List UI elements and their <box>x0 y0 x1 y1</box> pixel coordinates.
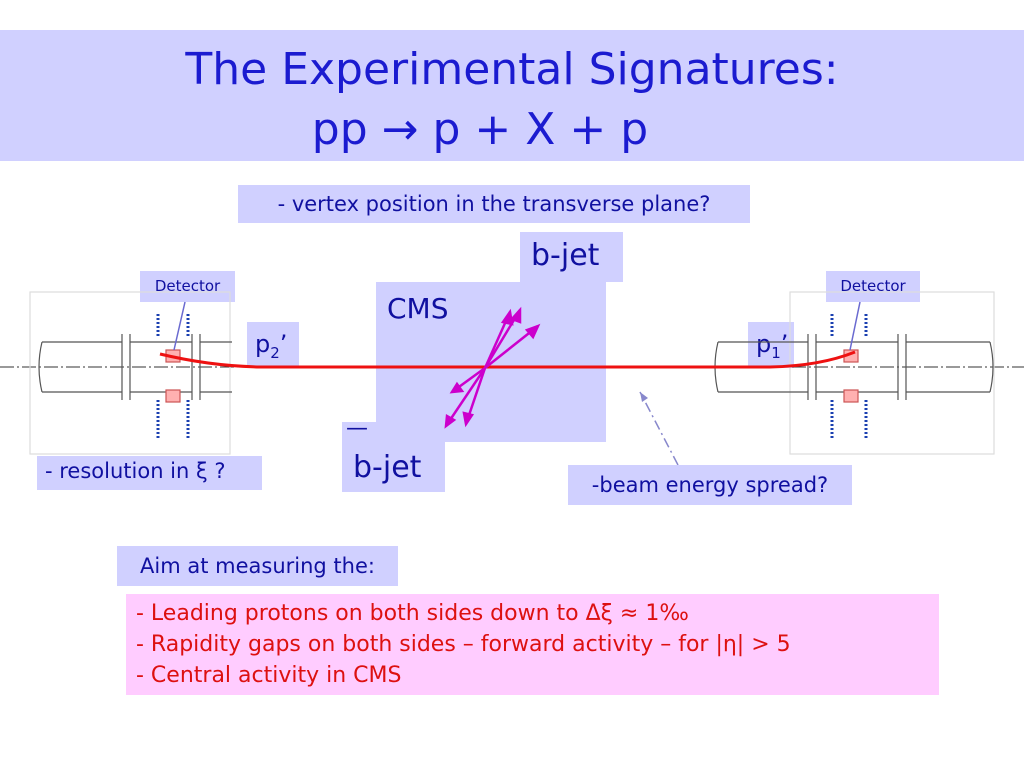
anti-b-bar: — <box>346 416 368 441</box>
p1-prime: ’ <box>780 330 789 358</box>
b-jet-top-label: b-jet <box>531 238 600 273</box>
cms-label: CMS <box>387 292 449 325</box>
p2-prime: ’ <box>279 330 288 358</box>
p1-subscript: 1 <box>771 343 781 362</box>
p2-subscript: 2 <box>270 343 280 362</box>
detector-right-box: Detector <box>826 271 920 302</box>
goal-item: - Leading protons on both sides down to … <box>136 601 689 626</box>
vertex-question-text: - vertex position in the transverse plan… <box>277 192 711 216</box>
aim-text: Aim at measuring the: <box>140 554 375 578</box>
right-detector-station <box>714 291 995 455</box>
b-jet-bottom-box: — b-jet <box>342 416 445 492</box>
resolution-box: - resolution in ξ ? <box>37 456 262 490</box>
p2-symbol: p <box>255 330 271 358</box>
beam-energy-box: -beam energy spread? <box>568 465 852 505</box>
slide-title: The Experimental Signatures: <box>185 44 839 95</box>
detector-right-label: Detector <box>840 277 906 295</box>
vertex-question-box: - vertex position in the transverse plan… <box>238 185 750 223</box>
p2-label-box: p2’ <box>247 322 299 368</box>
detector-left-label: Detector <box>154 277 221 295</box>
p1-label-box: p1’ <box>748 322 794 368</box>
proton-trajectory <box>159 350 856 369</box>
b-jet-bottom-label: b-jet <box>353 450 422 485</box>
resolution-text: - resolution in ξ ? <box>45 459 226 483</box>
goal-item: - Rapidity gaps on both sides – forward … <box>136 632 791 657</box>
left-detector-station <box>29 291 232 455</box>
beam-spread-pointer <box>639 391 679 466</box>
detector-left-box: Detector <box>140 271 235 302</box>
beam-energy-text: -beam energy spread? <box>591 473 829 497</box>
goal-item: - Central activity in CMS <box>136 663 402 688</box>
goals-box: - Leading protons on both sides down to … <box>126 594 939 695</box>
title-band: The Experimental Signatures: pp → p + X … <box>0 30 1024 161</box>
p1-symbol: p <box>756 330 772 358</box>
b-jets <box>444 306 541 429</box>
b-jet-top-box: b-jet <box>520 232 623 282</box>
aim-box: Aim at measuring the: <box>117 546 398 586</box>
slide-subtitle: pp → p + X + p <box>311 104 649 155</box>
